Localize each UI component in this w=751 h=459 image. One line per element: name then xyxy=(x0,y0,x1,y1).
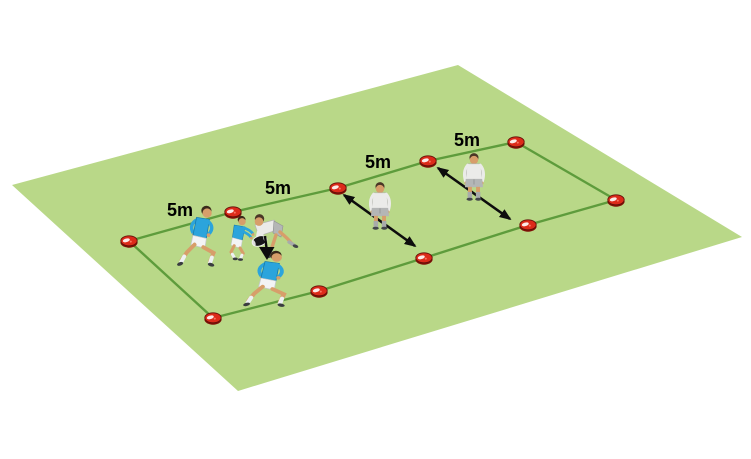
player-attacker-support-runner xyxy=(243,250,287,307)
distance-label: 5m xyxy=(365,152,391,172)
player-defender-left xyxy=(368,182,391,230)
marker-cone xyxy=(419,155,437,168)
marker-cone xyxy=(415,252,433,265)
marker-cone xyxy=(329,182,347,195)
marker-cone xyxy=(224,206,242,219)
distance-label: 5m xyxy=(167,200,193,220)
channel-width-arrow-1 xyxy=(342,193,417,248)
channel-width-arrow-2 xyxy=(436,166,512,221)
marker-cone xyxy=(507,136,525,149)
player-defender-right xyxy=(462,153,485,201)
grid-line-left xyxy=(128,240,214,319)
grid-line-right xyxy=(515,140,617,202)
marker-cone xyxy=(120,235,138,248)
marker-cone xyxy=(310,285,328,298)
marker-cone xyxy=(519,219,537,232)
player-attacker-tackler xyxy=(229,215,255,261)
distance-label: 5m xyxy=(265,178,291,198)
marker-cone xyxy=(607,194,625,207)
marker-cone xyxy=(204,312,222,325)
pass-arrow xyxy=(259,235,275,260)
distance-label: 5m xyxy=(454,130,480,150)
player-attacker-runner-left xyxy=(177,205,217,267)
